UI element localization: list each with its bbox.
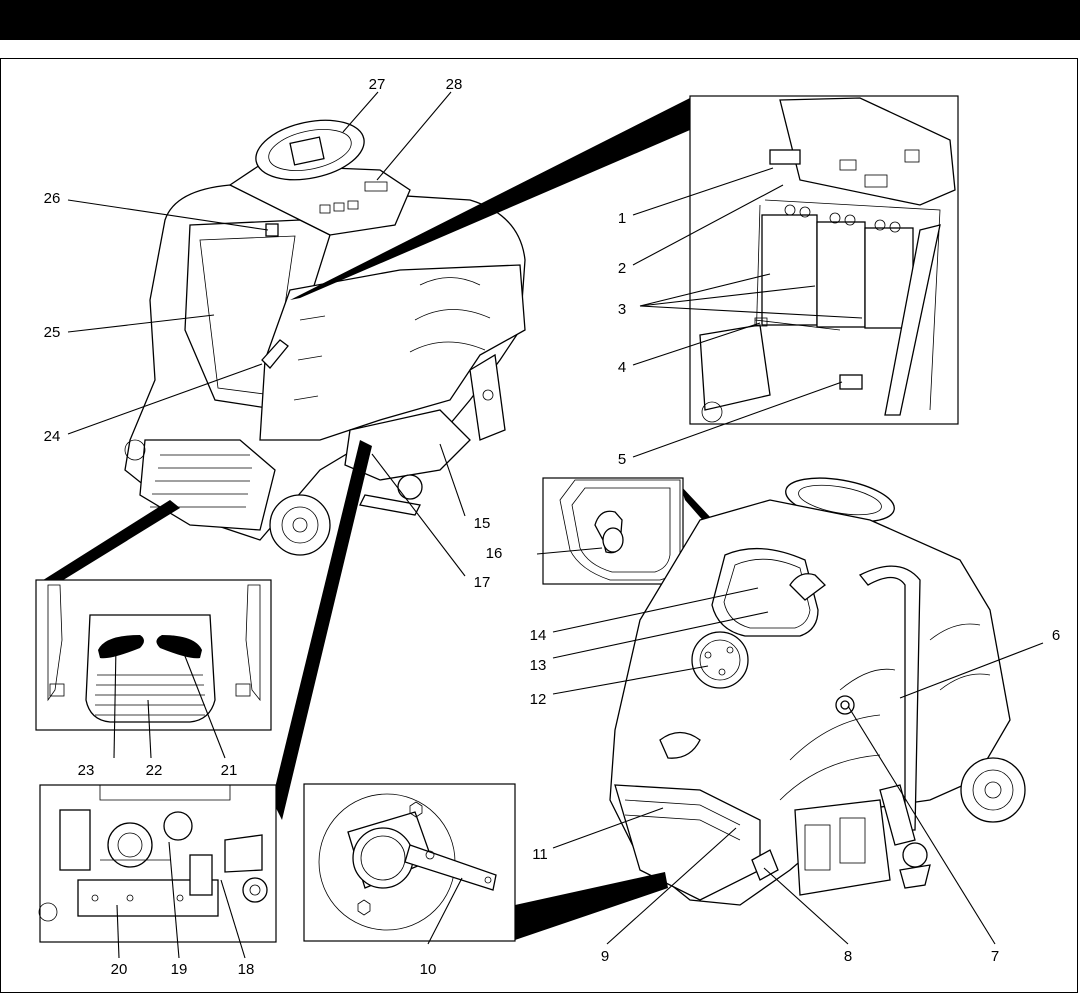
callout-24: 24 bbox=[44, 428, 61, 445]
zoom-wedge bbox=[290, 98, 690, 300]
leader-lines bbox=[67, 91, 1044, 959]
detail-10-inset bbox=[303, 783, 668, 942]
callout-2: 2 bbox=[618, 260, 626, 277]
callout-7: 7 bbox=[991, 948, 999, 965]
zoom-wedge-3 bbox=[40, 500, 180, 582]
callout-16: 16 bbox=[486, 545, 503, 562]
callout-17: 17 bbox=[474, 574, 491, 591]
machine-front-view bbox=[609, 477, 1026, 906]
drive-assembly-inset bbox=[38, 440, 372, 943]
callout-3: 3 bbox=[618, 301, 626, 318]
callout-12: 12 bbox=[530, 691, 547, 708]
callout-15: 15 bbox=[474, 515, 491, 532]
callout-10: 10 bbox=[420, 961, 437, 978]
foot-pedal-inset bbox=[35, 500, 272, 731]
callout-6: 6 bbox=[1052, 627, 1060, 644]
callout-5: 5 bbox=[618, 451, 626, 468]
callout-20: 20 bbox=[111, 961, 128, 978]
callout-13: 13 bbox=[530, 657, 547, 674]
figure-frame bbox=[0, 58, 1078, 993]
battery-compartment-inset bbox=[290, 95, 959, 425]
callout-11: 11 bbox=[532, 846, 548, 863]
callout-1: 1 bbox=[618, 210, 626, 227]
callout-22: 22 bbox=[146, 762, 163, 779]
header-bar bbox=[0, 0, 1080, 40]
callout-14: 14 bbox=[530, 627, 547, 644]
callout-19: 19 bbox=[171, 961, 188, 978]
callout-27: 27 bbox=[369, 76, 386, 93]
zoom-wedge-5 bbox=[515, 872, 668, 940]
callout-8: 8 bbox=[844, 948, 852, 965]
zoom-wedge-4 bbox=[272, 440, 372, 820]
callout-23: 23 bbox=[78, 762, 95, 779]
callout-25: 25 bbox=[44, 324, 61, 341]
callout-28: 28 bbox=[446, 76, 463, 93]
callout-4: 4 bbox=[618, 359, 626, 376]
callout-labels: 27 28 26 25 24 15 16 17 1 2 3 4 5 14 13 … bbox=[44, 76, 1061, 978]
callout-9: 9 bbox=[601, 948, 609, 965]
machine-rear-view bbox=[124, 119, 526, 556]
callout-26: 26 bbox=[44, 190, 61, 207]
callout-18: 18 bbox=[238, 961, 255, 978]
callout-21: 21 bbox=[221, 762, 238, 779]
